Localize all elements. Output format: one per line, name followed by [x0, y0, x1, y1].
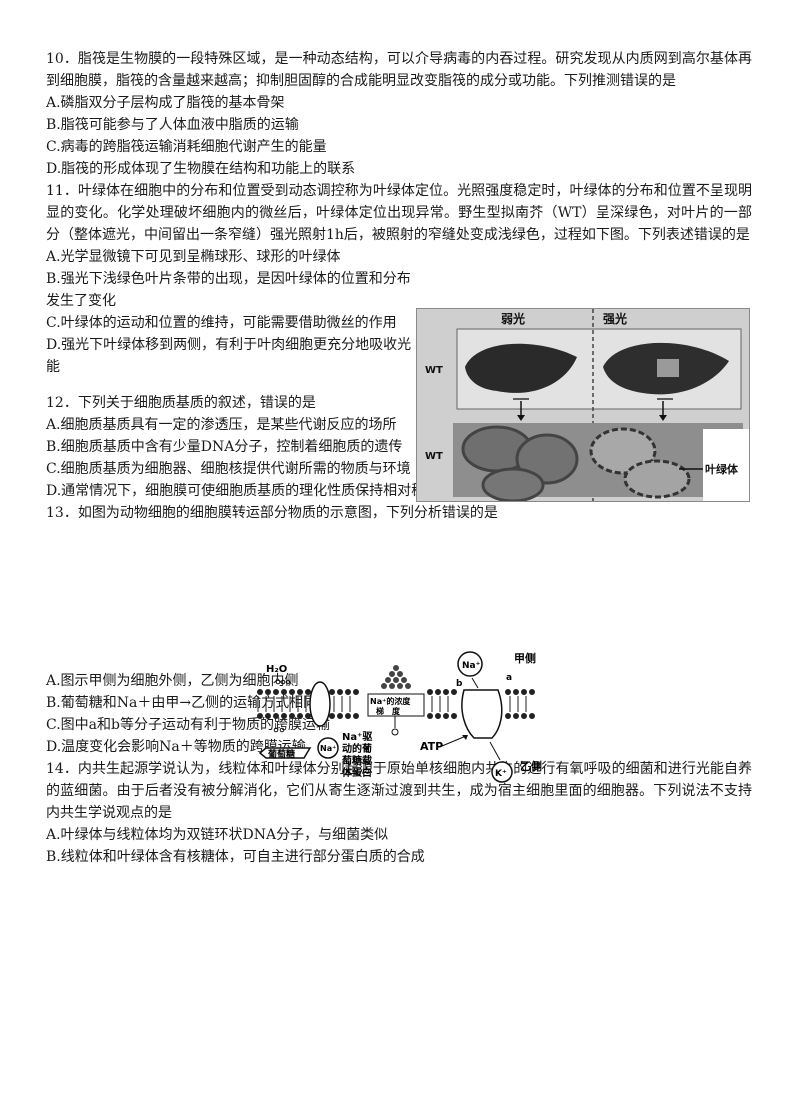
question-11: 11．叶绿体在细胞中的分布和位置受到动态调控称为叶绿体定位。光照强度稳定时，叶绿…: [46, 180, 752, 392]
side-yi-label: 乙侧: [520, 759, 542, 773]
question-12-stem: 12．下列关于细胞质基质的叙述，错误的是: [46, 395, 316, 411]
side-jia-label: 甲侧: [514, 651, 536, 665]
question-13-option-b: B.葡萄糖和Na＋由甲→乙侧的运输方式相同: [46, 695, 318, 711]
carrier-label-2: 动的葡: [342, 742, 372, 755]
carrier-label-4: 体蛋白: [342, 766, 372, 779]
light-slit: [657, 359, 679, 377]
leaf-weak-light: [465, 343, 577, 393]
carrier-label-3: 萄糖载: [341, 754, 372, 767]
question-11-option-c: C.叶绿体的运动和位置的维持，可能需要借助微丝的作用: [46, 315, 397, 331]
question-14-stem: 14．内共生起源学说认为，线粒体和叶绿体分别起源于原始单核细胞内共生的进行有氧呼…: [46, 761, 752, 821]
chloroplast-figure: 弱光 强光 WT WT 叶绿体: [416, 308, 750, 502]
question-11-option-d: D.强光下叶绿体移到两侧，有利于叶肉细胞更充分地吸收光能: [46, 337, 412, 375]
question-13-figure-space: [46, 524, 752, 670]
membrane-transport-svg: H₂O Na⁺ 甲侧 乙侧 b a Na⁺的浓度 梯 度 葡萄糖 Na⁺ Na⁺…: [257, 651, 542, 783]
weak-light-label: 弱光: [501, 311, 525, 326]
question-11-option-a: A.光学显微镜下可见到呈椭球形、球形的叶绿体: [46, 249, 341, 265]
question-12: 12．下列关于细胞质基质的叙述，错误的是 A.细胞质基质具有一定的渗透压，是某些…: [46, 392, 752, 502]
label-a: a: [506, 673, 512, 683]
gradient-box: [367, 693, 425, 717]
na-bottom-label: Na⁺: [320, 744, 336, 753]
label-b: b: [456, 679, 463, 689]
question-13: 13．如图为动物细胞的细胞膜转运部分物质的示意图，下列分析错误的是 A.图示甲侧…: [46, 502, 752, 758]
question-11-options: A.光学显微镜下可见到呈椭球形、球形的叶绿体 B.强光下浅绿色叶片条带的出现，是…: [46, 246, 418, 378]
question-13-option-c: C.图中a和b等分子运动有利于物质的跨膜运输: [46, 717, 330, 733]
wt-label-bottom: WT: [425, 451, 443, 462]
gradient-label-1: Na⁺的浓度: [370, 696, 411, 706]
chloroplast-label: 叶绿体: [705, 462, 739, 476]
question-10-option-b: B.脂筏可能参与了人体血液中脂质的运输: [46, 117, 299, 133]
question-13-option-a: A.图示甲侧为细胞外侧，乙侧为细胞内侧: [46, 673, 299, 689]
question-10-stem: 10．脂筏是生物膜的一段特殊区域，是一种动态结构，可以介导病毒的内吞过程。研究发…: [46, 51, 752, 89]
carrier-label-1: Na⁺驱: [342, 731, 372, 743]
question-10: 10．脂筏是生物膜的一段特殊区域，是一种动态结构，可以介导病毒的内吞过程。研究发…: [46, 48, 752, 180]
membrane-transport-figure: H₂O Na⁺ 甲侧 乙侧 b a Na⁺的浓度 梯 度 葡萄糖 Na⁺ Na⁺…: [252, 650, 554, 790]
question-14: 14．内共生起源学说认为，线粒体和叶绿体分别起源于原始单核细胞内共生的进行有氧呼…: [46, 758, 752, 868]
question-10-option-a: A.磷脂双分子层构成了脂筏的基本骨架: [46, 95, 285, 111]
atp-label: ATP: [420, 740, 443, 753]
question-12-option-a: A.细胞质基质具有一定的渗透压，是某些代谢反应的场所: [46, 417, 397, 433]
question-14-option-b: B.线粒体和叶绿体含有核糖体，可自主进行部分蛋白质的合成: [46, 849, 425, 865]
strong-light-label: 强光: [603, 311, 627, 326]
question-14-option-a: A.叶绿体与线粒体均为双链环状DNA分子，与细菌类似: [46, 827, 389, 843]
question-10-option-d: D.脂筏的形成体现了生物膜在结构和功能上的联系: [46, 161, 356, 177]
exam-page: 10．脂筏是生物膜的一段特殊区域，是一种动态结构，可以介导病毒的内吞过程。研究发…: [46, 48, 752, 868]
na-top-label: Na⁺: [462, 661, 481, 671]
k-label: K⁺: [495, 769, 507, 779]
wt-label-top: WT: [425, 365, 443, 376]
question-13-stem: 13．如图为动物细胞的细胞膜转运部分物质的示意图，下列分析错误的是: [46, 505, 498, 521]
question-10-option-c: C.病毒的跨脂筏运输消耗细胞代谢产生的能量: [46, 139, 327, 155]
question-11-option-b: B.强光下浅绿色叶片条带的出现，是因叶绿体的位置和分布发生了变化: [46, 271, 411, 309]
question-12-option-c: C.细胞质基质为细胞器、细胞核提供代谢所需的物质与环境: [46, 461, 411, 477]
gradient-label-2: 梯 度: [376, 706, 401, 716]
water-label: H₂O: [266, 664, 287, 675]
sodium-potassium-pump: [461, 689, 503, 739]
question-12-option-d: D.通常情况下，细胞膜可使细胞质基质的理化性质保持相对稳定: [46, 483, 440, 499]
glucose-label: 葡萄糖: [267, 748, 295, 760]
question-13-option-d: D.温度变化会影响Na＋等物质的跨膜运输: [46, 739, 306, 755]
question-12-option-b: B.细胞质基质中含有少量DNA分子，控制着细胞质的遗传: [46, 439, 403, 455]
glucose-carrier-protein: [309, 681, 331, 727]
chloroplast-figure-svg: 弱光 强光 WT WT 叶绿体: [417, 309, 749, 501]
question-11-stem: 11．叶绿体在细胞中的分布和位置受到动态调控称为叶绿体定位。光照强度稳定时，叶绿…: [46, 183, 752, 243]
